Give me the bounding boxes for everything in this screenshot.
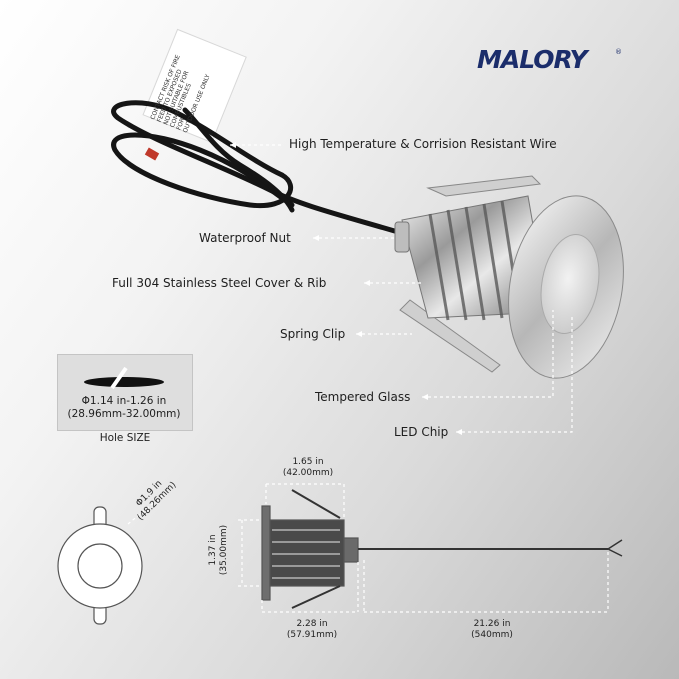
- callout-led-chip: LED Chip: [394, 425, 449, 439]
- height-in: 1.37 in: [208, 534, 218, 566]
- hole-size-panel: [57, 354, 193, 431]
- callout-wire: High Temperature & Corrision Resistant W…: [289, 137, 557, 151]
- wire-end-red: [144, 147, 160, 161]
- wire-length-in: 21.26 in: [473, 619, 511, 629]
- callout-arrowheads: [230, 142, 462, 435]
- height-mm: (35.00mm): [219, 524, 229, 576]
- spring-clip: [399, 175, 542, 373]
- wire-warning-tag: [142, 28, 247, 144]
- brand-trademark: ®: [615, 48, 622, 56]
- top-width-in: 1.65 in: [292, 457, 324, 467]
- callout-waterproof-nut: Waterproof Nut: [199, 231, 291, 245]
- side-view-drawing: [261, 489, 623, 609]
- hole-size-mm: (28.96mm-32.00mm): [67, 408, 181, 420]
- wire-tag-line: FOR: [175, 117, 186, 131]
- wire-length-mm: (540mm): [471, 630, 513, 640]
- body-length-label: 2.28 in (57.91mm): [284, 619, 340, 641]
- top-width-mm: (42.00mm): [282, 468, 334, 478]
- side-view-dim-lines: [238, 483, 609, 613]
- waterproof-nut: [394, 221, 410, 253]
- wire-length-label: 21.26 in (540mm): [462, 619, 522, 641]
- height-label: 1.37 in (35.00mm): [208, 520, 230, 580]
- top-width-label: 1.65 in (42.00mm): [280, 457, 336, 479]
- callout-leaders: [230, 144, 573, 433]
- callout-spring-clip: Spring Clip: [280, 327, 346, 341]
- callout-tempered-glass: Tempered Glass: [315, 390, 411, 404]
- body-length-mm: (57.91mm): [286, 630, 338, 640]
- tempered-glass: [540, 234, 600, 334]
- front-diameter-dim-line: [127, 495, 163, 525]
- brand-logo: MALORY: [477, 45, 588, 74]
- hole-size-range: Φ1.14 in-1.26 in (28.96mm-32.00mm): [62, 395, 186, 421]
- coiled-cable: [111, 100, 401, 235]
- hole-size-caption: Hole SIZE: [99, 432, 151, 444]
- hole-size-inches: Φ1.14 in-1.26 in: [81, 395, 167, 407]
- front-view-drawing: [57, 506, 143, 625]
- callout-steel-cover: Full 304 Stainless Steel Cover & Rib: [112, 276, 327, 290]
- body-length-in: 2.28 in: [296, 619, 328, 629]
